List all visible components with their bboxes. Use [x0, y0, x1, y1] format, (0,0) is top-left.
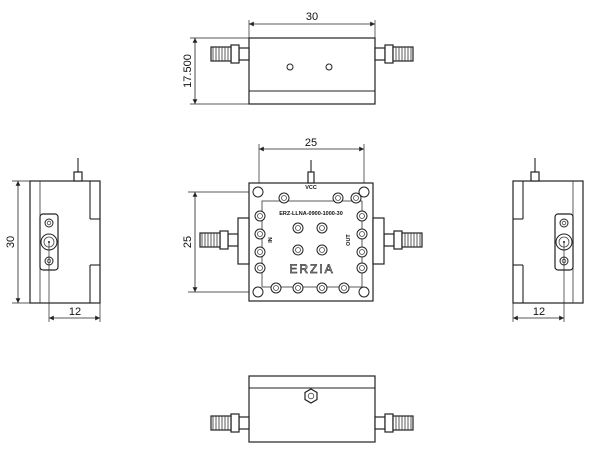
sma-connector-icon — [374, 413, 414, 433]
mounting-hole-icon — [252, 186, 264, 198]
sma-connector-icon — [374, 44, 414, 64]
screw-row-top — [278, 192, 362, 204]
top-width-dimension: 30 — [306, 11, 318, 23]
front-height-dimension: 25 — [182, 236, 194, 248]
sma-connector-icon — [210, 44, 250, 64]
left-height-dimension: 30 — [5, 236, 17, 248]
sma-connector-icon — [210, 413, 250, 433]
vcc-label: VCC — [305, 185, 317, 191]
dc-pin-icon — [73, 171, 83, 182]
dc-pin-icon — [307, 171, 315, 184]
left-width-dimension: 12 — [69, 306, 81, 318]
top-view: 30 17.500 — [182, 11, 414, 105]
dc-pin-icon — [530, 171, 540, 182]
left-side-view: 30 12 — [5, 158, 101, 322]
sma-connector-icon — [199, 230, 239, 250]
screw-column-left — [254, 210, 266, 274]
out-label: OUT — [346, 234, 352, 246]
screw-row-bottom — [270, 282, 350, 294]
right-width-dimension: 12 — [533, 306, 545, 318]
mounting-hole-icon — [358, 286, 370, 298]
mounting-hole-icon — [325, 63, 333, 71]
screw-grid-center — [292, 222, 328, 256]
top-view-body — [248, 37, 376, 105]
model-label: ERZ-LLNA-0900-1000-30 — [279, 211, 343, 217]
front-view: VCC ERZ-LLNA-0900-1000-30 IN OUT — [182, 137, 423, 302]
mounting-hole-icon — [252, 286, 264, 298]
brand-logo: ERZIA — [289, 262, 334, 276]
mounting-hole-icon — [286, 63, 294, 71]
top-height-dimension: 17.500 — [182, 54, 194, 88]
in-label: IN — [268, 237, 274, 243]
right-side-view: 12 — [512, 158, 584, 322]
bottom-view — [210, 375, 414, 443]
mounting-hole-icon — [358, 186, 370, 198]
screw-column-right — [356, 210, 368, 274]
sma-connector-icon — [383, 230, 423, 250]
front-width-dimension: 25 — [305, 137, 317, 149]
bottom-view-body — [248, 375, 376, 443]
hex-pin-icon — [304, 388, 318, 404]
